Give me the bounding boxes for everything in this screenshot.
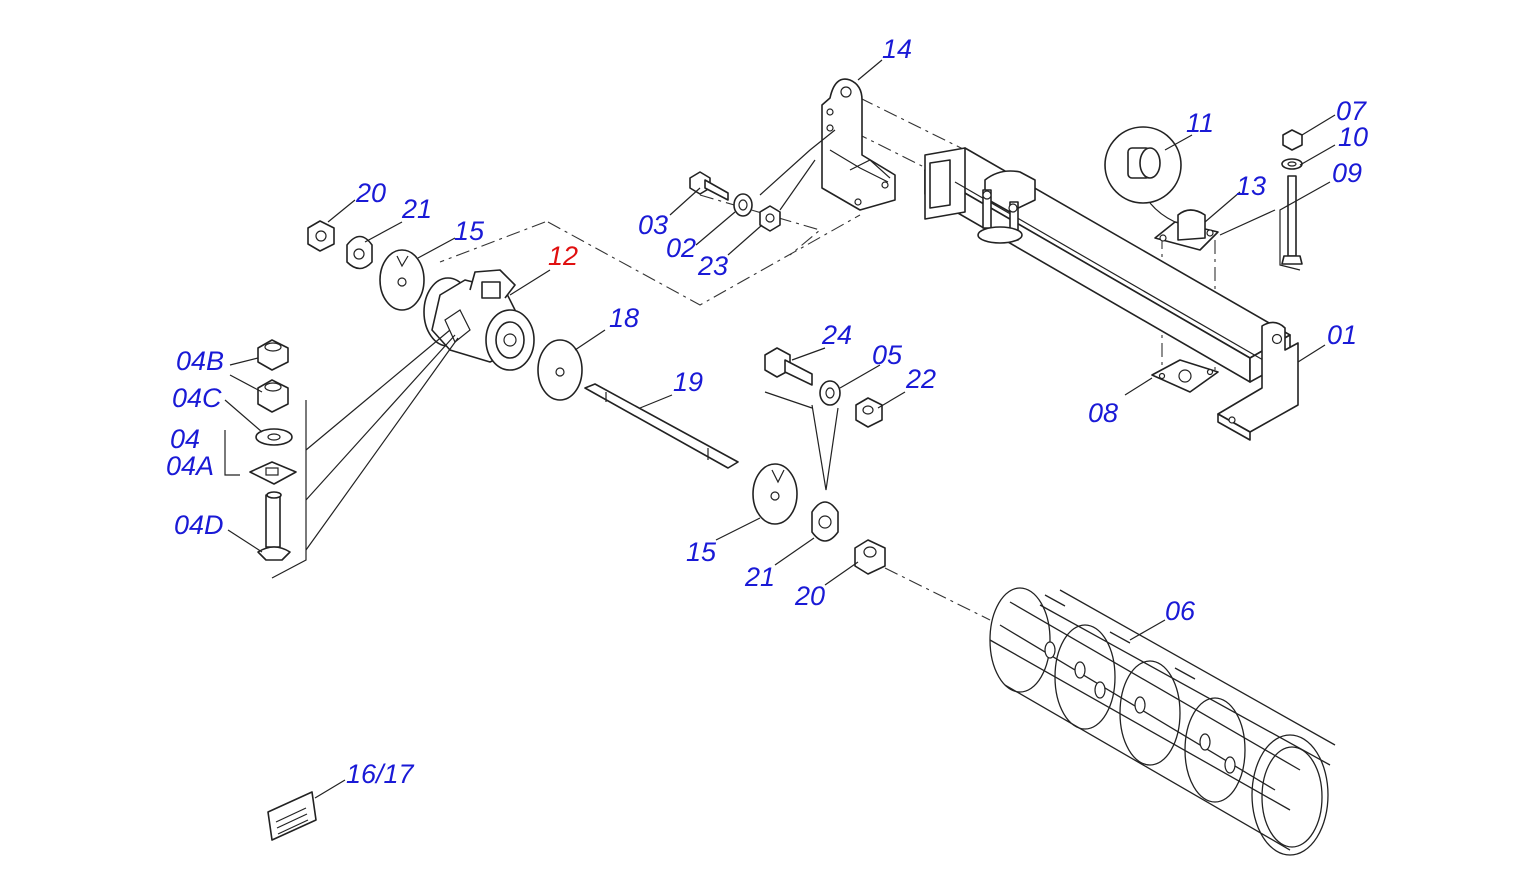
callout-05[interactable]: 05 xyxy=(872,340,903,370)
callout-02[interactable]: 02 xyxy=(666,233,696,263)
callout-24[interactable]: 24 xyxy=(821,320,852,350)
mounting-bracket-part xyxy=(821,78,896,211)
base-plate-part xyxy=(1151,359,1219,393)
callout-12[interactable]: 12 xyxy=(548,241,578,271)
bushing-detail-part xyxy=(1104,126,1182,223)
leader-lines xyxy=(224,59,1336,799)
callout-09[interactable]: 09 xyxy=(1332,158,1362,188)
cage-roller-part xyxy=(989,587,1336,856)
callout-18[interactable]: 18 xyxy=(609,303,639,333)
callout-22[interactable]: 22 xyxy=(905,364,936,394)
gear-motor-part xyxy=(423,269,535,371)
callout-10[interactable]: 10 xyxy=(1338,122,1368,152)
callout-23[interactable]: 23 xyxy=(697,251,728,281)
drive-shaft-part xyxy=(584,383,739,469)
hub-bearing-part xyxy=(1154,209,1219,251)
callout-04B[interactable]: 04B xyxy=(176,346,224,376)
callout-04[interactable]: 04 xyxy=(170,424,200,454)
callout-21-upper[interactable]: 21 xyxy=(401,194,432,224)
bolt-washer-nut-part xyxy=(689,171,781,232)
beam-clamp-part xyxy=(977,170,1036,244)
right-washer-set-part xyxy=(752,463,886,575)
callout-19[interactable]: 19 xyxy=(673,367,703,397)
callout-15-upper[interactable]: 15 xyxy=(454,216,485,246)
callout-04A[interactable]: 04A xyxy=(166,451,214,481)
large-washer-part xyxy=(537,339,583,401)
callout-labels: 14 11 07 10 09 13 20 21 15 12 03 02 23 1… xyxy=(166,34,1368,789)
decal-label-part xyxy=(267,791,317,841)
left-nut-washer-part xyxy=(307,220,425,311)
callout-04C[interactable]: 04C xyxy=(172,383,222,413)
assembly-centerlines xyxy=(439,97,1216,621)
vertical-bolt-stack-part xyxy=(1281,129,1303,265)
callout-21-lower[interactable]: 21 xyxy=(744,562,775,592)
callout-04D[interactable]: 04D xyxy=(174,510,224,540)
callout-06[interactable]: 06 xyxy=(1165,596,1196,626)
pivot-bolt-set-part xyxy=(764,347,883,491)
callout-01[interactable]: 01 xyxy=(1327,320,1357,350)
callout-13[interactable]: 13 xyxy=(1236,171,1266,201)
callout-14[interactable]: 14 xyxy=(882,34,912,64)
callout-15-lower[interactable]: 15 xyxy=(686,537,717,567)
callout-07[interactable]: 07 xyxy=(1336,96,1367,126)
anchor-bolt-stack-part xyxy=(224,339,307,579)
callout-08[interactable]: 08 xyxy=(1088,398,1118,428)
callout-20-lower[interactable]: 20 xyxy=(794,581,825,611)
callout-16-17[interactable]: 16/17 xyxy=(346,759,415,789)
callout-11[interactable]: 11 xyxy=(1186,108,1214,138)
callout-03[interactable]: 03 xyxy=(638,210,668,240)
callout-20-upper[interactable]: 20 xyxy=(355,178,386,208)
